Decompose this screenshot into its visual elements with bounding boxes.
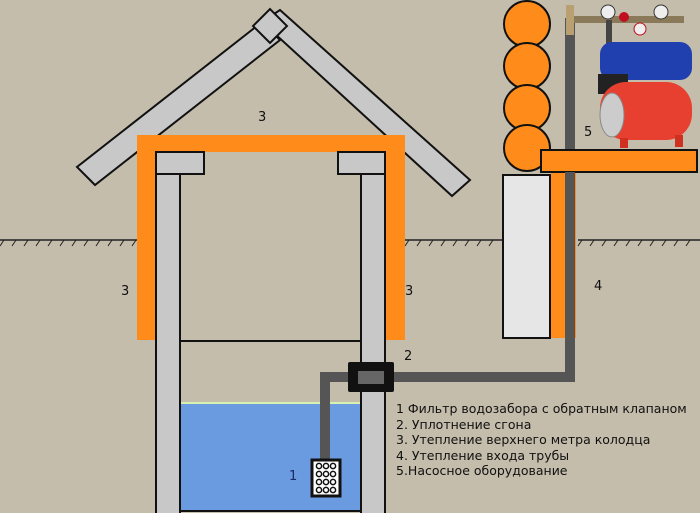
label-pipe-insulation: 4	[594, 279, 603, 294]
seal-fitting	[348, 362, 394, 392]
legend: 1 Фильтр водозабора с обратным клапаном …	[396, 401, 687, 479]
label-filter: 1	[289, 469, 298, 484]
label-seal: 2	[404, 349, 413, 364]
label-left-insulation: 3	[121, 284, 130, 299]
legend-item: 5.Насосное оборудование	[396, 463, 568, 478]
legend-item: 4. Утепление входа трубы	[396, 447, 570, 463]
label-right-insulation: 3	[405, 284, 414, 299]
label-roof-insulation: 3	[258, 110, 267, 125]
label-pump: 5	[584, 125, 593, 140]
well-frame	[155, 151, 386, 513]
legend-item: 3. Утепление верхнего метра колодца	[396, 432, 651, 447]
well-insulation	[137, 135, 405, 340]
floor-slab	[540, 149, 698, 173]
roof	[75, 7, 472, 198]
house-foundation	[502, 174, 551, 339]
house-wall-logs	[503, 0, 551, 172]
pump-station	[566, 4, 692, 148]
legend-item: 2. Уплотнение сгона	[396, 416, 532, 432]
ground-hatching	[0, 239, 691, 247]
intake-filter	[310, 458, 342, 498]
legend-item: 1 Фильтр водозабора с обратным клапаном	[396, 401, 687, 416]
